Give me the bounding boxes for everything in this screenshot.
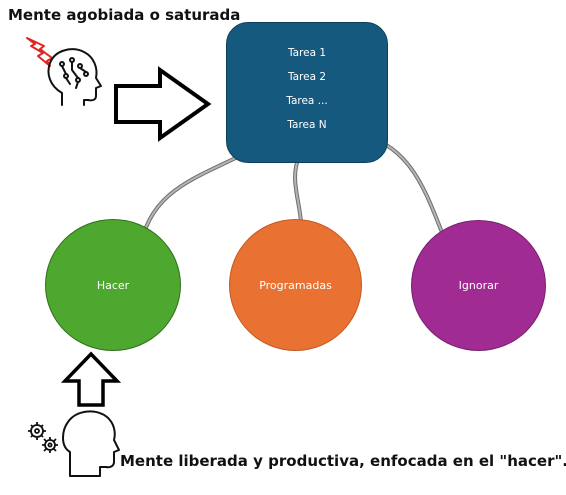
task-list-box: Tarea 1 Tarea 2 Tarea ... Tarea N <box>226 22 388 163</box>
circle-ignorar-label: Ignorar <box>458 279 499 292</box>
gears-icon <box>28 422 58 453</box>
task-item-n: Tarea N <box>287 119 327 131</box>
top-heading: Mente agobiada o saturada <box>8 6 241 24</box>
arrow-up-icon <box>60 351 122 407</box>
bottom-heading: Mente liberada y productiva, enfocada en… <box>120 452 566 470</box>
circle-programadas: Programadas <box>229 219 362 351</box>
lightning-icon <box>26 37 53 67</box>
task-item-1: Tarea 1 <box>287 47 327 59</box>
head-icon <box>62 410 120 477</box>
task-item-3: Tarea ... <box>286 95 328 107</box>
task-item-2: Tarea 2 <box>287 71 327 83</box>
circle-programadas-label: Programadas <box>259 278 332 292</box>
circle-hacer: Hacer <box>45 219 181 351</box>
circle-hacer-label: Hacer <box>96 278 130 292</box>
arrow-right-icon <box>114 66 212 142</box>
brain-head-icon <box>47 48 102 106</box>
circle-ignorar: Ignorar <box>411 220 546 351</box>
